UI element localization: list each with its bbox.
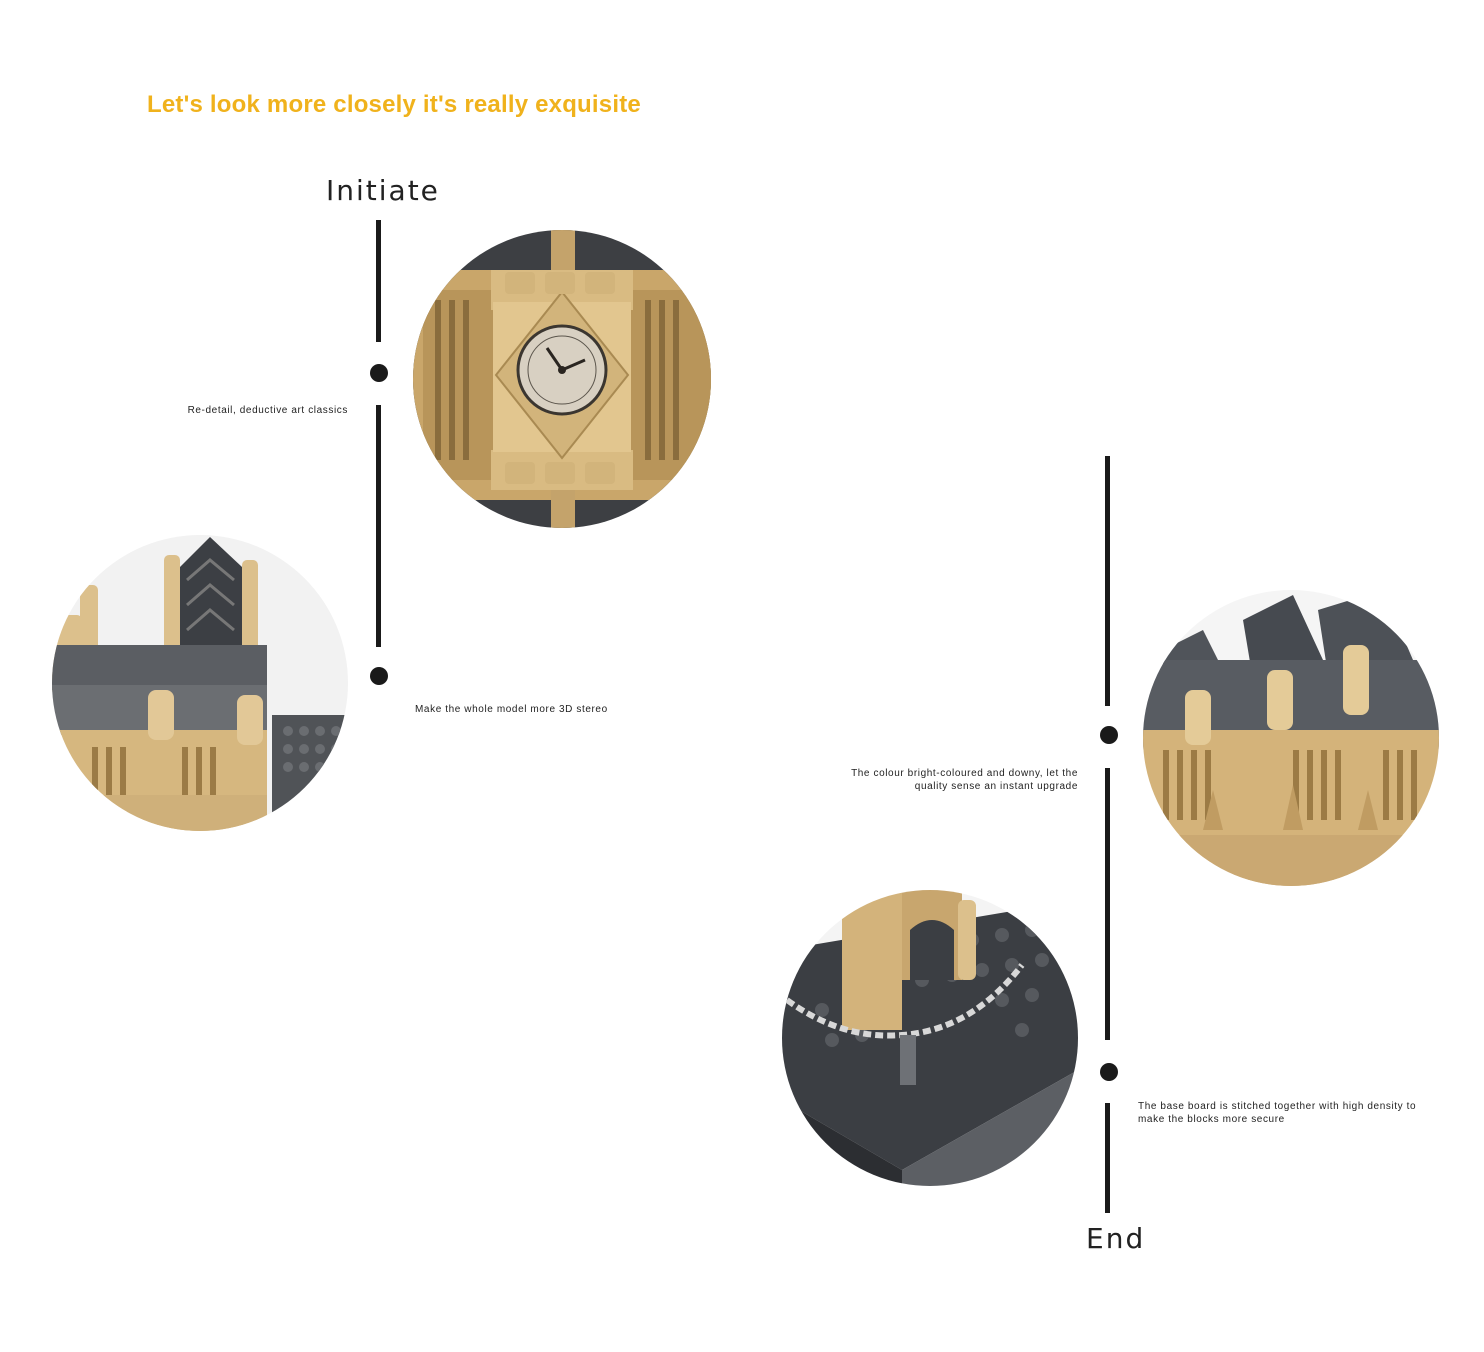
timeline-line-segment (1105, 768, 1110, 1040)
page-headline: Let's look more closely it's really exqu… (147, 91, 641, 118)
feature-caption-3: The colour bright-coloured and downy, le… (851, 768, 1078, 792)
timeline-end-label: End (1086, 1222, 1146, 1255)
roof-facade-photo (1143, 590, 1439, 886)
palace-spire-photo (52, 535, 348, 831)
feature-caption-4: The base board is stitched together with… (1138, 1101, 1417, 1125)
timeline-line-segment (1105, 1103, 1110, 1213)
timeline-dot (1100, 1063, 1118, 1081)
feature-caption-1: Re-detail, deductive art classics (187, 405, 348, 416)
clock-tower-detail-photo (413, 230, 711, 528)
timeline-line-segment (376, 220, 381, 342)
timeline-line-segment (376, 405, 381, 647)
timeline-dot (370, 667, 388, 685)
feature-caption-2: Make the whole model more 3D stereo (415, 704, 608, 715)
timeline-start-label: Initiate (326, 174, 440, 207)
timeline-dot (1100, 726, 1118, 744)
timeline-line-segment (1105, 456, 1110, 706)
timeline-dot (370, 364, 388, 382)
baseboard-chain-photo (782, 890, 1078, 1186)
